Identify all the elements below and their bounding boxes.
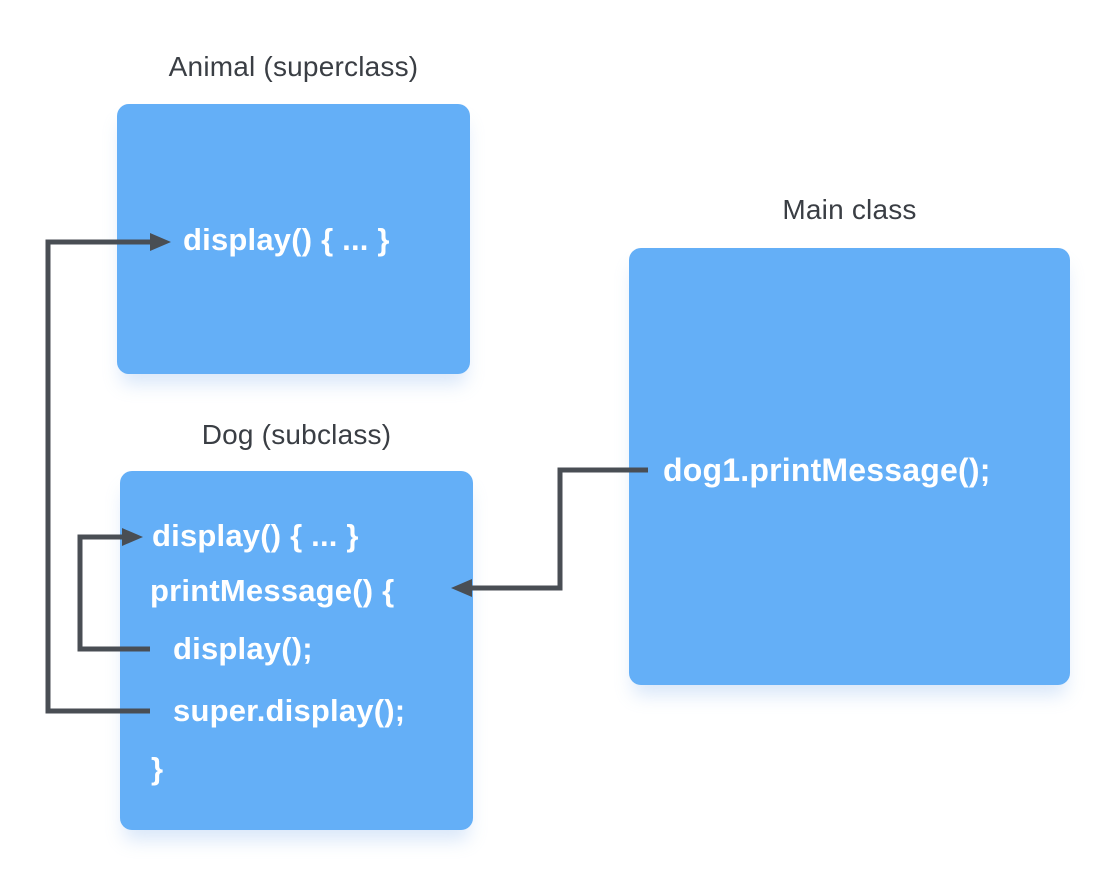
main-class-box: dog1.printMessage(); — [629, 248, 1070, 685]
code-line-main-call: dog1.printMessage(); — [663, 452, 991, 488]
dog-box-title: Dog (subclass) — [201, 419, 392, 450]
code-line-print-message: printMessage() { — [150, 573, 395, 608]
code-line-display-call: display(); — [173, 631, 313, 666]
main-call-arrow — [451, 467, 648, 597]
dog-subclass-box: display() { ... } printMessage() { displ… — [120, 471, 473, 830]
code-line-super-display-call: super.display(); — [173, 693, 406, 728]
main-box-title: Main class — [782, 194, 917, 225]
code-line-dog-display: display() { ... } — [152, 518, 359, 553]
animal-superclass-box: display() { ... } — [117, 104, 470, 374]
code-line-closing-brace: } — [151, 751, 164, 786]
code-line-animal-display: display() { ... } — [183, 222, 390, 257]
animal-box-title: Animal (superclass) — [168, 51, 419, 82]
main-call-arrow-line — [472, 467, 648, 591]
